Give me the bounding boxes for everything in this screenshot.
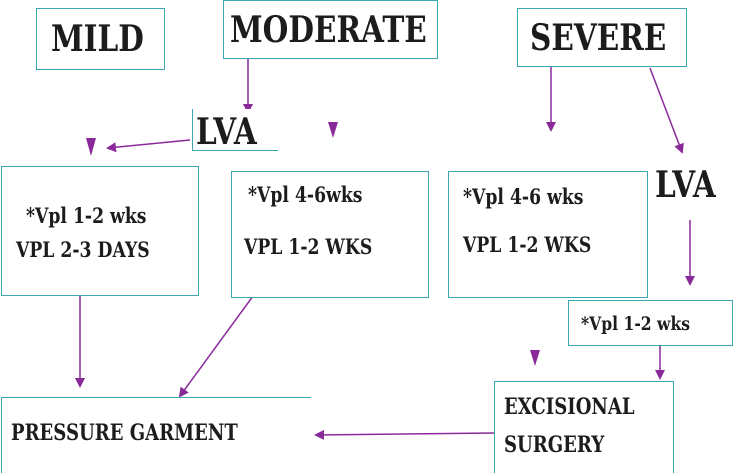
- severe-treatment-line1: *Vpl 4-6 wks: [463, 184, 584, 209]
- arrow-severe-to-lva: [649, 67, 684, 154]
- moderate-treatment-box: *Vpl 4-6wks VPL 1-2 WKS: [231, 171, 429, 298]
- severe-treatment-line2: VPL 1-2 WKS: [463, 232, 592, 257]
- mild-treatment-line2: VPL 2-3 DAYS: [16, 237, 150, 262]
- severe-treatment-box: *Vpl 4-6 wks VPL 1-2 WKS: [448, 171, 648, 298]
- mild-treatment-box: *Vpl 1-2 wks VPL 2-3 DAYS: [1, 166, 199, 296]
- arrow-lva-to-mild-box: [106, 139, 191, 153]
- severe-header-box: SEVERE: [517, 8, 687, 67]
- moderate-header-box: MODERATE: [223, 0, 438, 59]
- arrowhead-mild-top: [86, 138, 96, 156]
- arrow-excisional-to-garment: [314, 429, 495, 440]
- severe-lva-vpl-box: *Vpl 1-2 wks: [568, 300, 733, 346]
- pressure-garment-box: PRESSURE GARMENT: [1, 397, 311, 473]
- severe-lva-vpl-line1: *Vpl 1-2 wks: [581, 313, 691, 335]
- moderate-treatment-line1: *Vpl 4-6wks: [248, 182, 363, 207]
- excisional-line1: EXCISIONAL: [504, 394, 635, 420]
- arrowhead-excisional-top: [530, 350, 540, 366]
- mild-header: MILD: [51, 18, 144, 60]
- lva-moderate-box: LVA: [192, 109, 278, 153]
- lva-moderate-label: LVA: [196, 111, 257, 153]
- lva-severe-label: LVA: [655, 164, 716, 206]
- pressure-garment-label: PRESSURE GARMENT: [11, 420, 238, 446]
- excisional-surgery-box: EXCISIONAL SURGERY: [494, 381, 674, 473]
- mild-treatment-line1: *Vpl 1-2 wks: [26, 203, 147, 228]
- arrow-moderate-box-to-garment: [178, 280, 265, 398]
- severe-header: SEVERE: [530, 17, 667, 59]
- excisional-line2: SURGERY: [504, 432, 605, 458]
- mild-header-box: MILD: [36, 8, 165, 70]
- moderate-treatment-line2: VPL 1-2 WKS: [244, 234, 373, 259]
- arrowhead-moderate-side: [328, 122, 338, 138]
- moderate-header: MODERATE: [230, 9, 427, 51]
